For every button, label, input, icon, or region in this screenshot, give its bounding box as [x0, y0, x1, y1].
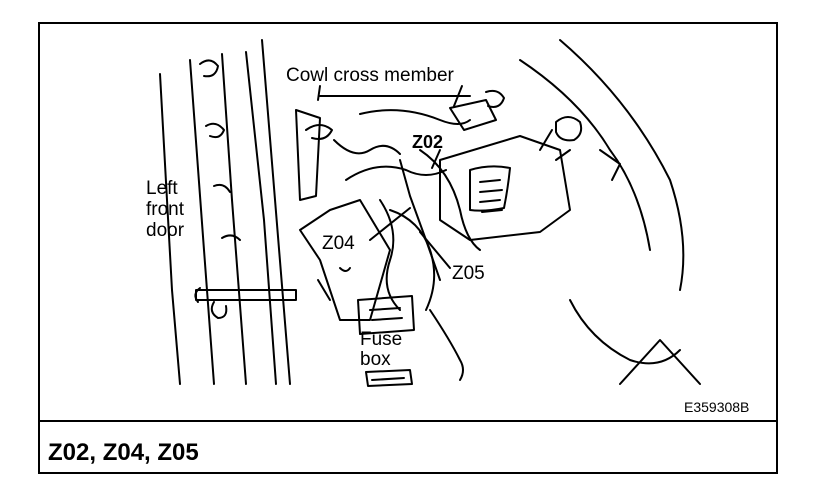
fuse-box-line-1: Fuse	[360, 329, 403, 350]
relay-block	[439, 129, 571, 241]
left-front-door-label: Left front door	[146, 178, 184, 241]
left-front-door-line-2: front	[146, 199, 185, 220]
z04-label: Z04	[322, 233, 355, 254]
connector-caption: Z02, Z04, Z05	[48, 439, 199, 466]
left-front-door-line-3: door	[146, 220, 185, 241]
door-pillar	[159, 39, 291, 385]
wiring-illustration	[159, 39, 701, 387]
z05-label: Z05	[452, 263, 485, 284]
fuse-box-line-2: box	[360, 349, 391, 370]
leader-lines	[369, 85, 463, 269]
z02-label: Z02	[412, 132, 444, 152]
z04-connector	[299, 199, 391, 321]
figure-frame	[38, 22, 778, 474]
instrument-panel	[519, 39, 701, 385]
cowl-bracket	[295, 85, 471, 201]
fuse-box	[357, 295, 415, 387]
door-check-link	[194, 287, 297, 319]
wire-harness	[333, 109, 481, 381]
left-front-door-line-1: Left	[146, 178, 178, 199]
cowl-cross-member-label: Cowl cross member	[286, 65, 454, 86]
caption-divider	[38, 420, 778, 422]
fuse-box-label: Fuse box	[360, 330, 402, 370]
figure-code: E359308B	[684, 399, 750, 415]
z02-connector	[449, 89, 505, 131]
